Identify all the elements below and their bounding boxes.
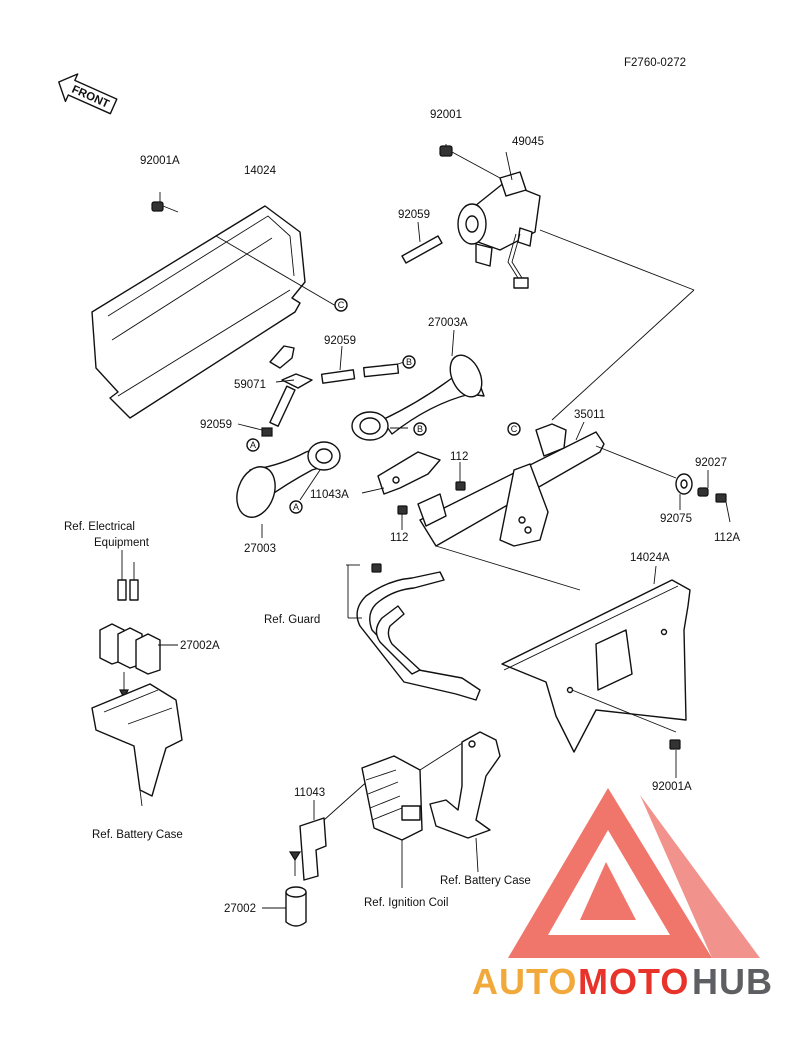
callout-b-lower (413, 422, 427, 436)
label-bracket-main: 35011 (574, 409, 605, 421)
collar-grommet-bolt (595, 445, 731, 523)
ref-battery-case-right: Ref. Battery Case (440, 875, 531, 887)
hose-assembly (237, 345, 405, 437)
watermark-hub: HUB (692, 961, 773, 1002)
fuse-holder-assembly (99, 550, 178, 700)
label-relay: 49045 (512, 136, 544, 148)
watermark-auto: AUTO (472, 961, 577, 1002)
ref-battery-case-left: Ref. Battery Case (92, 829, 183, 841)
label-hose-short: 92059 (398, 209, 430, 221)
callout-c-lower (507, 422, 521, 436)
callout-b-upper-label: B (406, 357, 412, 367)
callout-b-lower-label: B (417, 424, 423, 434)
label-horn-high: 27003A (428, 317, 468, 329)
label-cover-lower: 14024A (630, 552, 670, 564)
label-hose-lower: 92059 (200, 419, 232, 431)
watermark-text: AUTO MOTO HUB (472, 961, 773, 1002)
bracket-horn (361, 451, 441, 495)
ref-electrical-line1: Ref. Electrical (64, 521, 135, 533)
upper-cover (91, 205, 337, 419)
label-horn-low: 27003 (244, 543, 276, 555)
callout-b-upper (402, 355, 416, 369)
watermark (508, 788, 760, 958)
label-bracket-fuse: 11043 (294, 787, 325, 799)
callout-a-upper-label: A (250, 440, 256, 450)
label-bracket-horn: 11043A (310, 489, 349, 501)
horn-relay (439, 144, 541, 289)
label-fuse: 27002 (224, 903, 256, 915)
label-bolt-small: 112 (450, 451, 468, 463)
label-bolt-top-left: 92001A (140, 155, 180, 167)
bolts-112 (397, 462, 466, 530)
label-bolt-small-b: 112 (390, 532, 408, 544)
guard (346, 563, 481, 701)
ref-ignition-coil: Ref. Ignition Coil (364, 897, 448, 909)
callout-c-upper (334, 298, 348, 312)
lower-cover (501, 565, 691, 778)
label-joint: 59071 (234, 379, 266, 391)
label-grommet: 92075 (660, 513, 692, 525)
battery-case-left (91, 683, 183, 807)
callout-c-upper-label: C (338, 300, 345, 310)
callout-a-lower-label: A (293, 502, 299, 512)
ref-guard: Ref. Guard (264, 614, 320, 626)
ref-electrical-line2: Equipment (94, 537, 150, 549)
bracket-main (417, 229, 695, 591)
label-bolt-top-right: 92001 (430, 109, 462, 121)
label-bolt-112a: 112A (714, 532, 740, 544)
horn-high (351, 329, 485, 441)
label-bolt-bottom: 92001A (652, 781, 692, 793)
callout-c-lower-label: C (511, 424, 518, 434)
watermark-moto: MOTO (578, 961, 689, 1002)
front-arrow: FRONT (58, 73, 118, 115)
callout-markers: C B A B C A (246, 298, 521, 514)
label-fuse-holder: 27002A (180, 640, 220, 652)
callout-a-upper (246, 438, 260, 452)
part-labels: 92001A 14024 92001 49045 92059 92059 270… (140, 109, 740, 915)
ignition-coil (361, 741, 465, 888)
label-collar: 92027 (695, 457, 727, 469)
label-cover-upper: 14024 (244, 165, 277, 177)
horn-low (236, 441, 341, 538)
battery-case-right (429, 731, 501, 873)
label-hose-mid: 92059 (324, 335, 356, 347)
watermark-triangle-logo (508, 788, 760, 958)
hose-short (401, 221, 443, 264)
callout-a-lower (289, 500, 303, 514)
figure-code: F2760-0272 (624, 57, 686, 69)
bolt-upper-left (151, 192, 179, 213)
fuse-and-bracket (262, 769, 381, 927)
reference-labels: Ref. Electrical Equipment Ref. Guard Ref… (64, 521, 531, 909)
